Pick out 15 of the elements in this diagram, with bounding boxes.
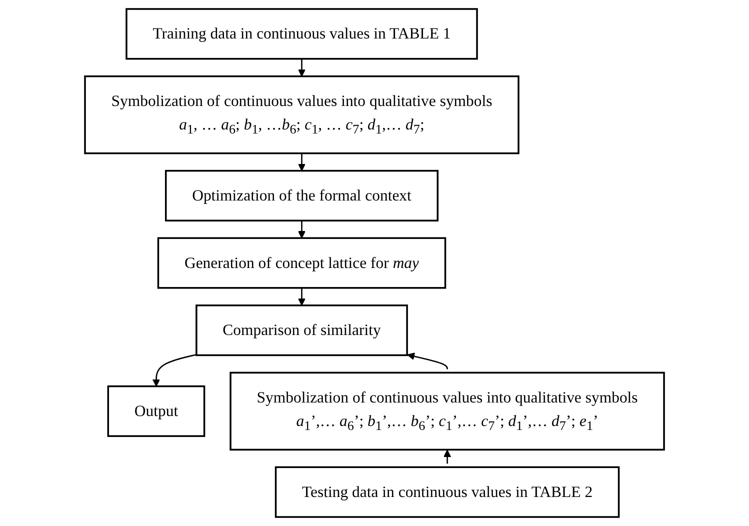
node-box: Training data in continuous values in TABLE 1 [126, 8, 478, 60]
node-box: Generation of concept lattice for may [157, 237, 446, 289]
node-box: Comparison of similarity [196, 304, 408, 356]
arrow [443, 450, 452, 464]
arrow [298, 58, 306, 77]
arrow [298, 220, 306, 238]
node-box: Symbolization of continuous values into qualitative symbols a$_{1}$, … a$_{6}$; b$_{1}$, …b$_{6}$; c$_{1}$, … c$_{7}$; d$_{1}$,… d$_{7}$; [84, 75, 520, 154]
node-box: Symbolization of continuous values into qualitative symbols a$_{1}$’,… a$_{6}$’; b$_{1}$’,… b$_{6}$’; c$_{1}$’,… c$_{7}$’; d$_{1}$’,… d$_{7}$’; e$_{1}$’ [230, 372, 665, 451]
arrow [152, 354, 197, 387]
node-box: Optimization of the formal context [164, 170, 438, 222]
arrow [298, 288, 306, 306]
arrow [298, 153, 306, 172]
node-box: Output [107, 385, 206, 437]
arrow [407, 352, 448, 370]
node-box: Testing data in continuous values in TABLE 2 [274, 466, 620, 518]
